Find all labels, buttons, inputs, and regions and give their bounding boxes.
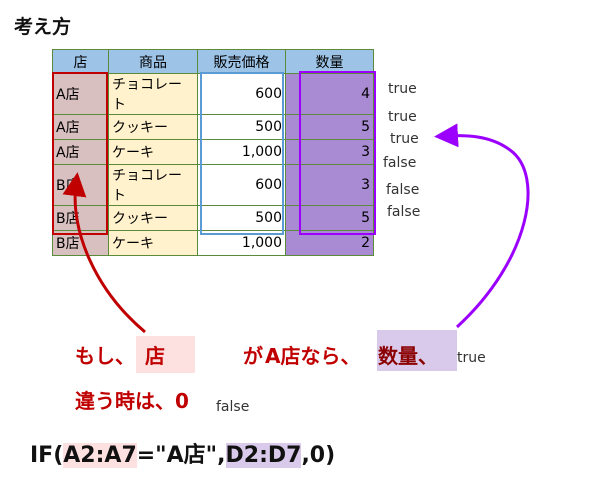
- table-cell: ケーキ: [108, 139, 198, 165]
- header-product: 商品: [108, 49, 198, 74]
- table-cell: A店: [52, 73, 109, 115]
- formula-prefix: IF(: [30, 443, 64, 468]
- quantity-range-highlight: [299, 71, 376, 235]
- header-price: 販売価格: [197, 49, 286, 74]
- explanation-false: false: [216, 399, 250, 415]
- table-cell: 1,000: [197, 139, 286, 165]
- purple-arrow: [434, 123, 530, 329]
- price-range-highlight: [200, 72, 284, 235]
- explanation-part1: もし、: [75, 344, 135, 368]
- table-cell: 600: [197, 73, 286, 115]
- table-cell: A店: [52, 139, 109, 165]
- formula-range-quantity: D2:D7: [225, 443, 302, 468]
- explanation-store: 店: [145, 344, 165, 368]
- result-label: false: [387, 204, 421, 220]
- red-arrow: [62, 172, 146, 334]
- explanation-else: 違う時は、0: [75, 389, 189, 413]
- table-cell: チョコレート: [108, 164, 198, 206]
- quantity-highlight-bg: [377, 330, 457, 371]
- result-label: false: [383, 155, 417, 171]
- explanation-quantity: 数量、: [378, 344, 438, 368]
- table-cell: 500: [197, 205, 286, 231]
- table-cell: B店: [52, 205, 109, 231]
- explanation-true: true: [457, 350, 486, 366]
- result-label: true: [390, 131, 419, 147]
- table-cell: クッキー: [108, 114, 198, 140]
- formula-middle: ="A店",: [136, 443, 226, 468]
- result-label: false: [386, 182, 420, 198]
- table-cell: A店: [52, 114, 109, 140]
- explanation-condition: A店なら、: [265, 344, 361, 368]
- formula-range-store: A2:A7: [63, 443, 137, 468]
- table-cell: クッキー: [108, 205, 198, 231]
- formula: IF(A2:A7="A店",D2:D7,0): [30, 437, 335, 469]
- formula-suffix: ,0): [301, 443, 336, 468]
- table-cell: 600: [197, 164, 286, 206]
- result-label: true: [388, 81, 417, 97]
- result-label: true: [388, 109, 417, 125]
- store-highlight-bg: [136, 336, 195, 373]
- explanation-ga: が: [243, 344, 263, 368]
- table-cell: ケーキ: [108, 230, 198, 256]
- table-cell: 500: [197, 114, 286, 140]
- page-title: 考え方: [14, 16, 72, 38]
